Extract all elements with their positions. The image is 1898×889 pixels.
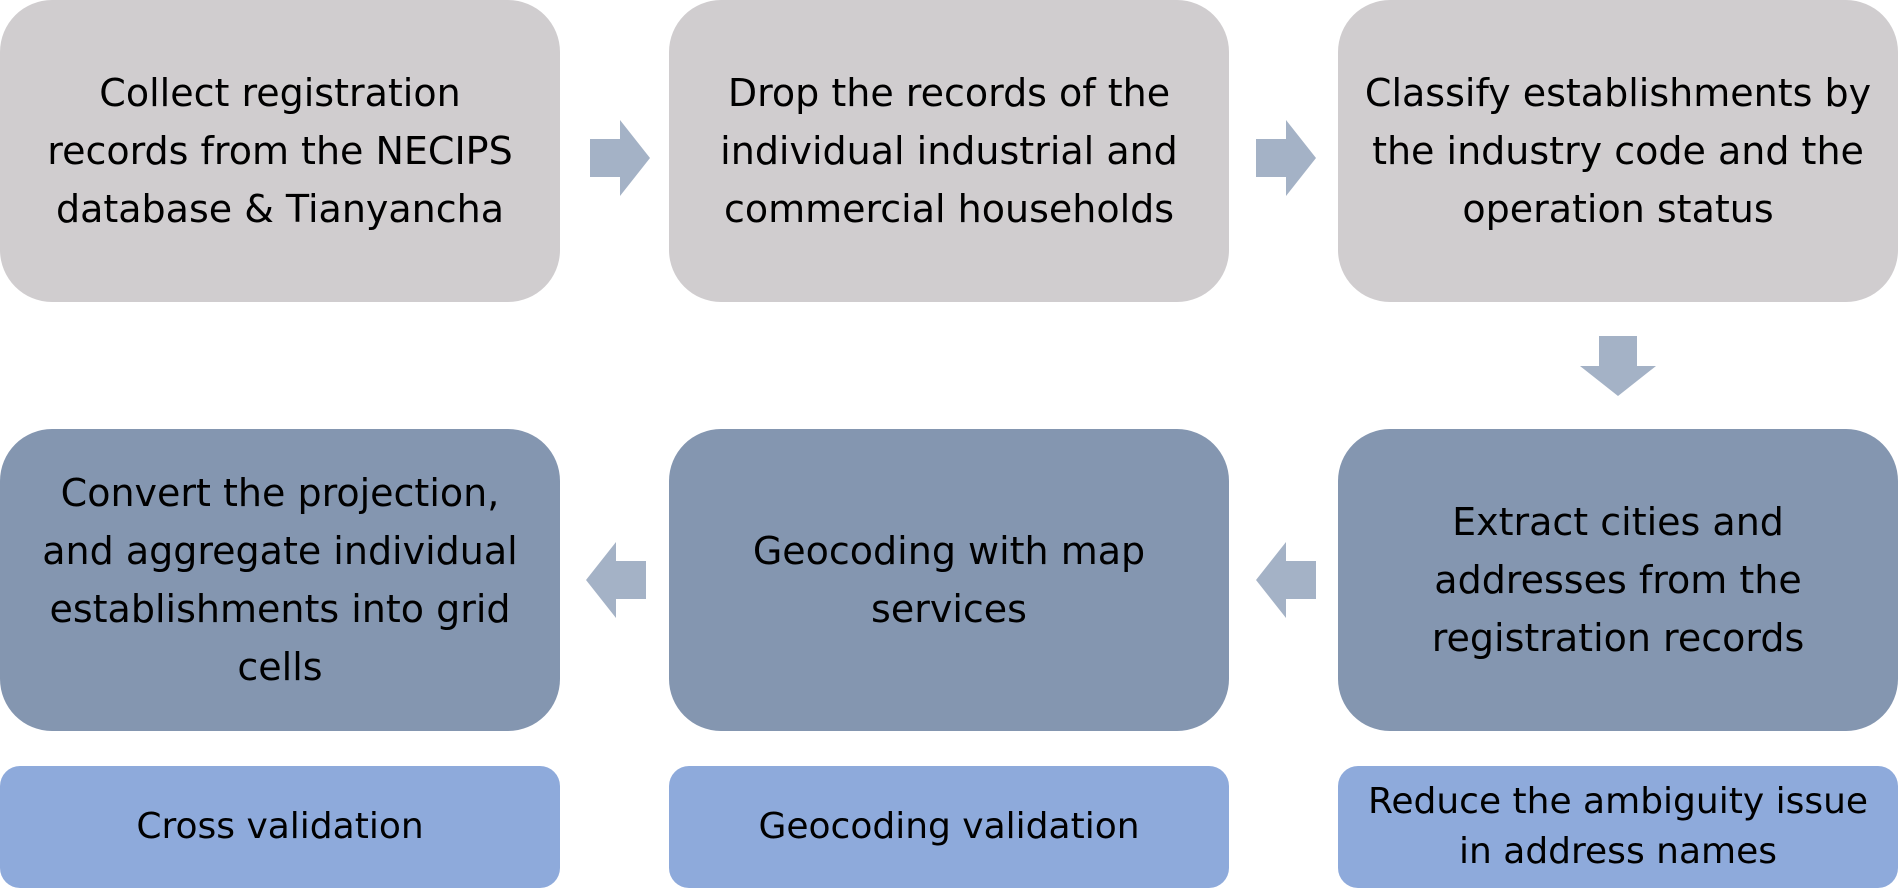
step-geocoding: Geocoding with map services bbox=[669, 429, 1229, 731]
note-cross-validation-label: Cross validation bbox=[136, 806, 424, 847]
note-geocoding-validation-label: Geocoding validation bbox=[758, 806, 1140, 847]
step-drop-household-records: Drop the records of the individual indus… bbox=[669, 0, 1229, 302]
step-convert-aggregate-label: Convert the projection, and aggregate in… bbox=[42, 471, 518, 689]
step-extract-addresses: Extract cities and addresses from the re… bbox=[1338, 429, 1898, 731]
step-classify-establishments-label: Classify establishments by the industry … bbox=[1364, 71, 1872, 231]
arrow-right-icon bbox=[1256, 120, 1316, 196]
step-classify-establishments: Classify establishments by the industry … bbox=[1338, 0, 1898, 302]
arrow-down-icon bbox=[1580, 336, 1656, 396]
note-cross-validation: Cross validation bbox=[0, 766, 560, 888]
arrow-right-icon bbox=[590, 120, 650, 196]
note-geocoding-validation: Geocoding validation bbox=[669, 766, 1229, 888]
step-drop-household-records-label: Drop the records of the individual indus… bbox=[720, 71, 1178, 231]
step-extract-addresses-label: Extract cities and addresses from the re… bbox=[1431, 500, 1805, 660]
arrow-left-icon bbox=[586, 542, 646, 618]
step-collect-records-label: Collect registration records from the NE… bbox=[47, 71, 513, 231]
step-convert-aggregate: Convert the projection, and aggregate in… bbox=[0, 429, 560, 731]
step-collect-records: Collect registration records from the NE… bbox=[0, 0, 560, 302]
step-geocoding-label: Geocoding with map services bbox=[752, 529, 1146, 631]
note-reduce-ambiguity-label: Reduce the ambiguity issue in address na… bbox=[1367, 781, 1869, 872]
arrow-left-icon bbox=[1256, 542, 1316, 618]
note-reduce-ambiguity: Reduce the ambiguity issue in address na… bbox=[1338, 766, 1898, 888]
